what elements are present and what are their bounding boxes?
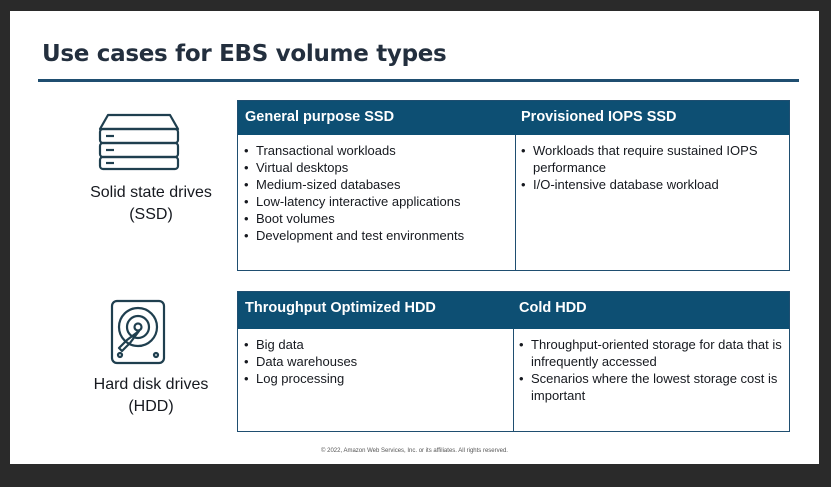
hdd-icon xyxy=(110,299,166,370)
list-item: Log processing xyxy=(244,370,508,387)
cold-hdd-header: Cold HDD xyxy=(514,292,789,329)
list-item: Low-latency interactive applications xyxy=(244,193,510,210)
slide: Use cases for EBS volume types Solid sta… xyxy=(10,11,819,464)
list-item: Boot volumes xyxy=(244,210,510,227)
hdd-label-line2: (HDD) xyxy=(128,398,174,415)
hdd-table: Throughput Optimized HDD Cold HDD Big da… xyxy=(237,291,790,432)
ssd-table: General purpose SSD Provisioned IOPS SSD… xyxy=(237,100,790,271)
general-purpose-ssd-cell: Transactional workloads Virtual desktops… xyxy=(244,142,510,244)
cold-hdd-cell: Throughput-oriented storage for data tha… xyxy=(519,336,783,404)
hdd-label: Hard disk drives (HDD) xyxy=(71,374,231,418)
throughput-optimized-hdd-header: Throughput Optimized HDD xyxy=(238,292,514,329)
ssd-column-divider xyxy=(515,135,516,270)
list-item: Data warehouses xyxy=(244,353,508,370)
list-item: Transactional workloads xyxy=(244,142,510,159)
list-item: Workloads that require sustained IOPS pe… xyxy=(521,142,783,176)
hdd-label-line1: Hard disk drives xyxy=(93,376,209,393)
hdd-column-divider xyxy=(513,329,514,431)
list-item: I/O-intensive database workload xyxy=(521,176,783,193)
slide-title: Use cases for EBS volume types xyxy=(42,41,447,67)
title-divider xyxy=(38,79,799,82)
ssd-label-line2: (SSD) xyxy=(129,206,173,223)
list-item: Big data xyxy=(244,336,508,353)
list-item: Virtual desktops xyxy=(244,159,510,176)
list-item: Throughput-oriented storage for data tha… xyxy=(519,336,783,370)
provisioned-iops-ssd-header: Provisioned IOPS SSD xyxy=(516,101,789,135)
provisioned-iops-ssd-cell: Workloads that require sustained IOPS pe… xyxy=(521,142,783,193)
general-purpose-ssd-header: General purpose SSD xyxy=(238,101,516,135)
ssd-stack-icon xyxy=(96,107,182,176)
throughput-optimized-hdd-cell: Big data Data warehouses Log processing xyxy=(244,336,508,387)
list-item: Scenarios where the lowest storage cost … xyxy=(519,370,783,404)
list-item: Medium-sized databases xyxy=(244,176,510,193)
copyright-footer: © 2022, Amazon Web Services, Inc. or its… xyxy=(321,448,508,454)
ssd-label: Solid state drives (SSD) xyxy=(71,182,231,226)
list-item: Development and test environments xyxy=(244,227,510,244)
ssd-label-line1: Solid state drives xyxy=(90,184,212,201)
